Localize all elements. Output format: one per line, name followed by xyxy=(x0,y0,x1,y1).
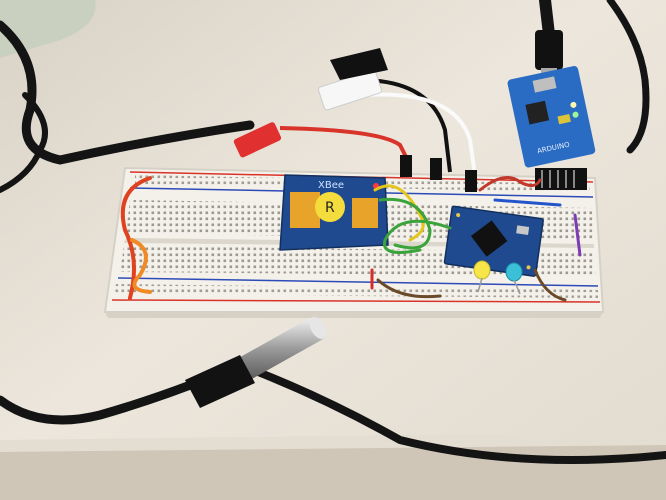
jumper-wires xyxy=(120,176,582,302)
usb-plug xyxy=(535,30,563,70)
xbee-module: R XBee xyxy=(279,174,389,251)
usb-serial-adapter: ARDUINO xyxy=(507,65,596,168)
xbee-sticker xyxy=(315,192,345,222)
arduino-pro-mini xyxy=(443,205,544,277)
temperature-probe xyxy=(185,317,327,408)
xbee-sticker-text: R xyxy=(325,200,335,216)
xbee-label: XBee xyxy=(318,180,344,191)
pin-header xyxy=(535,168,587,190)
device-corner xyxy=(0,0,96,58)
leds xyxy=(473,260,523,295)
probe-clips xyxy=(233,48,477,192)
bottom-blue-rail xyxy=(117,277,599,287)
bottom-red-rail xyxy=(111,299,601,303)
